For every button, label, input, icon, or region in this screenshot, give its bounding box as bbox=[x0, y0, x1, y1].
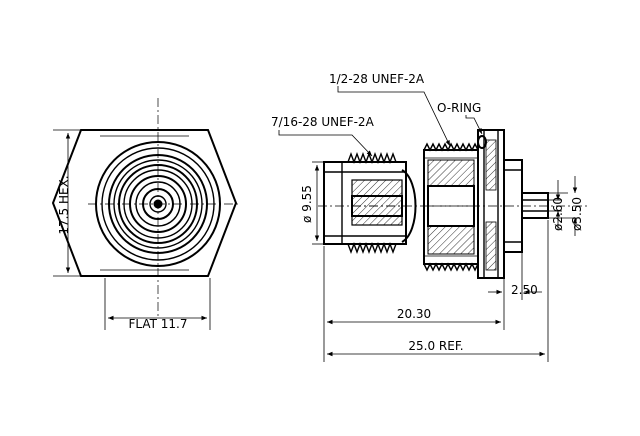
o-ring bbox=[477, 135, 487, 149]
large-thread-top bbox=[423, 142, 479, 152]
dia-pin-label: ø2.60 bbox=[551, 197, 565, 231]
front-view: 17.5 HEX. FLAT 11.7 bbox=[51, 98, 240, 331]
flat-dimension-label: FLAT 11.7 bbox=[128, 317, 187, 331]
small-thread-bottom bbox=[347, 242, 397, 254]
len-body-label: 20.30 bbox=[397, 307, 431, 321]
oring-label: O-RING bbox=[437, 101, 481, 115]
side-view: ø 9.55 ø2.60 ø3.50 2.50 20.30 25.0 REF. … bbox=[271, 72, 590, 362]
small-barrel-section bbox=[351, 179, 403, 226]
len-ref-label: 25.0 REF. bbox=[408, 339, 463, 353]
thread-small-label: 7/16-28 UNEF-2A bbox=[271, 115, 375, 129]
small-thread-top bbox=[347, 152, 397, 164]
small-thread-barrel bbox=[323, 161, 407, 245]
large-thread-bottom bbox=[423, 262, 479, 272]
rear-pin bbox=[521, 192, 549, 219]
thread-large-label: 1/2-28 UNEF-2A bbox=[329, 72, 425, 86]
hex-dimension-label: 17.5 HEX. bbox=[57, 175, 71, 234]
dia-body-label: ø 9.55 bbox=[300, 185, 314, 223]
dia-flange-label: ø3.50 bbox=[570, 197, 584, 231]
hex-outline bbox=[51, 129, 238, 277]
len-flange-label: 2.50 bbox=[511, 283, 538, 297]
